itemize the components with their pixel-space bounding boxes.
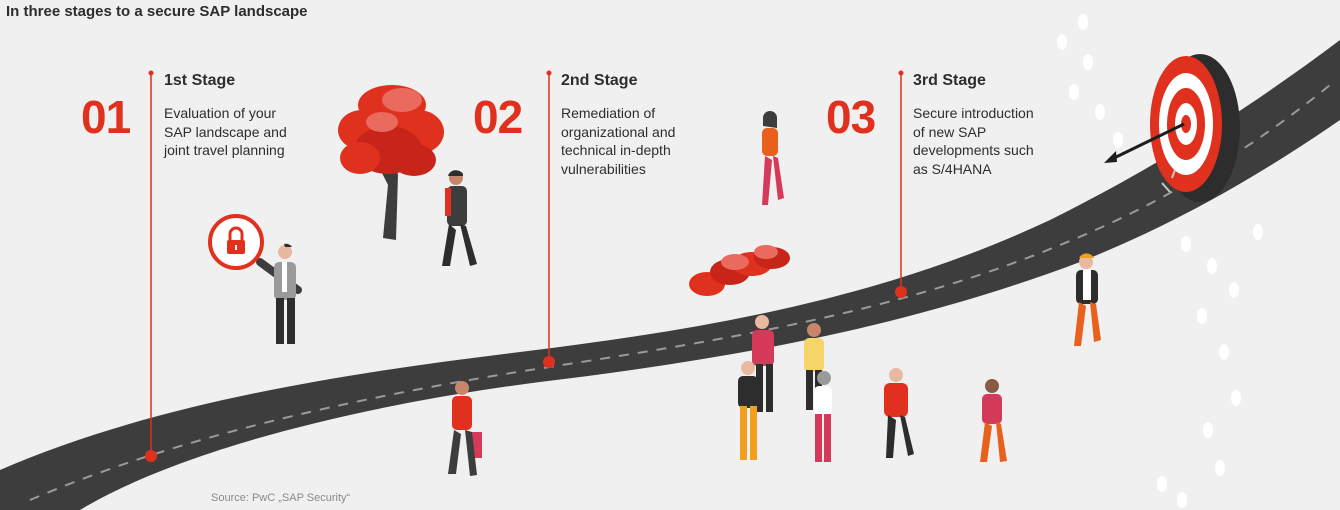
page-title: In three stages to a secure SAP landscap… [6, 3, 308, 20]
footprints-icon [1057, 14, 1263, 508]
stage-3-title: 3rd Stage [913, 72, 986, 89]
source-note: Source: PwC „SAP Security“ [211, 492, 351, 504]
person-phone-man [1074, 253, 1101, 346]
person-woman-top [762, 111, 784, 205]
stage-2-line-1: Remediation of [561, 105, 656, 121]
tree-icon [338, 85, 444, 240]
stage-1-description: Evaluation of your SAP landscape and joi… [164, 104, 324, 160]
group-of-people [738, 315, 832, 462]
stage-3-number: 03 [826, 91, 876, 143]
person-shopping [448, 381, 482, 476]
stage-2-line-2: organizational and [561, 123, 676, 140]
stage-1-line-1: Evaluation of your [164, 105, 277, 121]
bush-icon [689, 245, 790, 296]
person-phone-woman [980, 379, 1007, 462]
stage-marker-3 [895, 70, 907, 298]
stage-1-line-3: joint travel planning [164, 142, 285, 158]
stage-1-title: 1st Stage [164, 72, 236, 89]
person-walking-tree [442, 170, 477, 266]
stage-1-line-2: SAP landscape and [164, 123, 287, 140]
target-icon [1150, 54, 1240, 202]
stage-2-line-3: technical in-depth [561, 142, 671, 158]
stage-2-title: 2nd Stage [561, 72, 638, 89]
stage-3-description: Secure introduction of new SAP developme… [913, 104, 1073, 178]
stage-3-line-4: as S/4HANA [913, 160, 992, 177]
road-center-line [29, 84, 1331, 501]
stage-marker-2 [543, 70, 555, 368]
stage-2-line-4: vulnerabilities [561, 160, 646, 177]
road [0, 40, 1340, 510]
person-inspector [274, 243, 296, 344]
stage-3-line-1: Secure introduction [913, 105, 1034, 121]
stage-2-description: Remediation of organizational and techni… [561, 104, 721, 178]
stage-3-line-2: of new SAP [913, 123, 987, 140]
lock-icon [227, 226, 245, 254]
stage-marker-1 [145, 70, 157, 462]
stage-2-number: 02 [473, 91, 523, 143]
stage-3-line-3: developments such [913, 142, 1034, 158]
stage-1-number: 01 [81, 91, 131, 143]
arrow-icon [1104, 122, 1185, 163]
person-red-sweater [884, 368, 914, 458]
